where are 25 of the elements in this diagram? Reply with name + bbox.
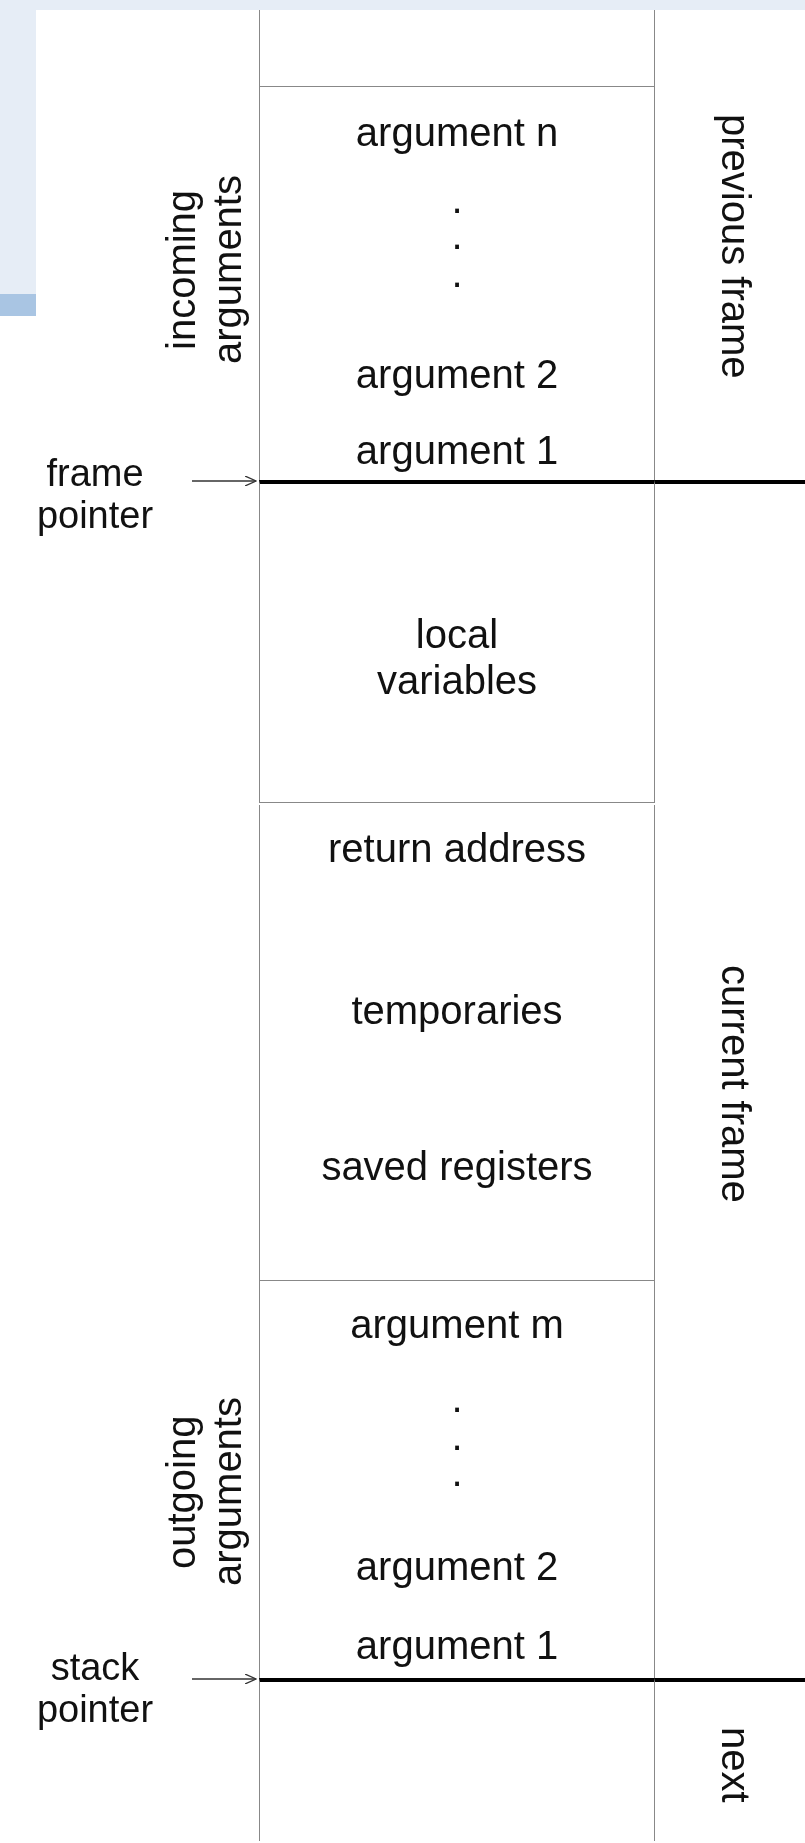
slot-text: argument 1: [355, 1622, 559, 1668]
stack-slot: [259, 480, 655, 803]
stack-slot: [259, 1281, 655, 1680]
frame-label: next: [713, 1726, 759, 1803]
side-label: incoming arguments: [158, 175, 250, 365]
stack-slot: [259, 10, 655, 87]
slot-text: local variables: [375, 611, 539, 703]
frame-label: previous frame: [713, 113, 759, 379]
arrow: [191, 475, 257, 487]
slot-text: argument n: [355, 109, 559, 155]
stack-slot: [259, 87, 655, 482]
slot-text: return address: [328, 825, 586, 871]
side-label: outgoing arguments: [158, 1397, 250, 1587]
slot-text: temporaries: [351, 987, 563, 1033]
slot-text: argument 2: [355, 1543, 559, 1589]
stack-slot: [259, 805, 655, 1281]
slot-text: argument 2: [355, 351, 559, 397]
pointer-label: stack pointer: [35, 1646, 155, 1730]
slot-text: saved registers: [321, 1143, 593, 1189]
stack-slot: [259, 1678, 655, 1841]
slot-text: argument m: [350, 1301, 564, 1347]
pointer-label: frame pointer: [35, 452, 155, 536]
slot-text: argument 1: [355, 427, 559, 473]
arrow: [191, 1673, 257, 1685]
frame-label: current frame: [713, 965, 759, 1203]
